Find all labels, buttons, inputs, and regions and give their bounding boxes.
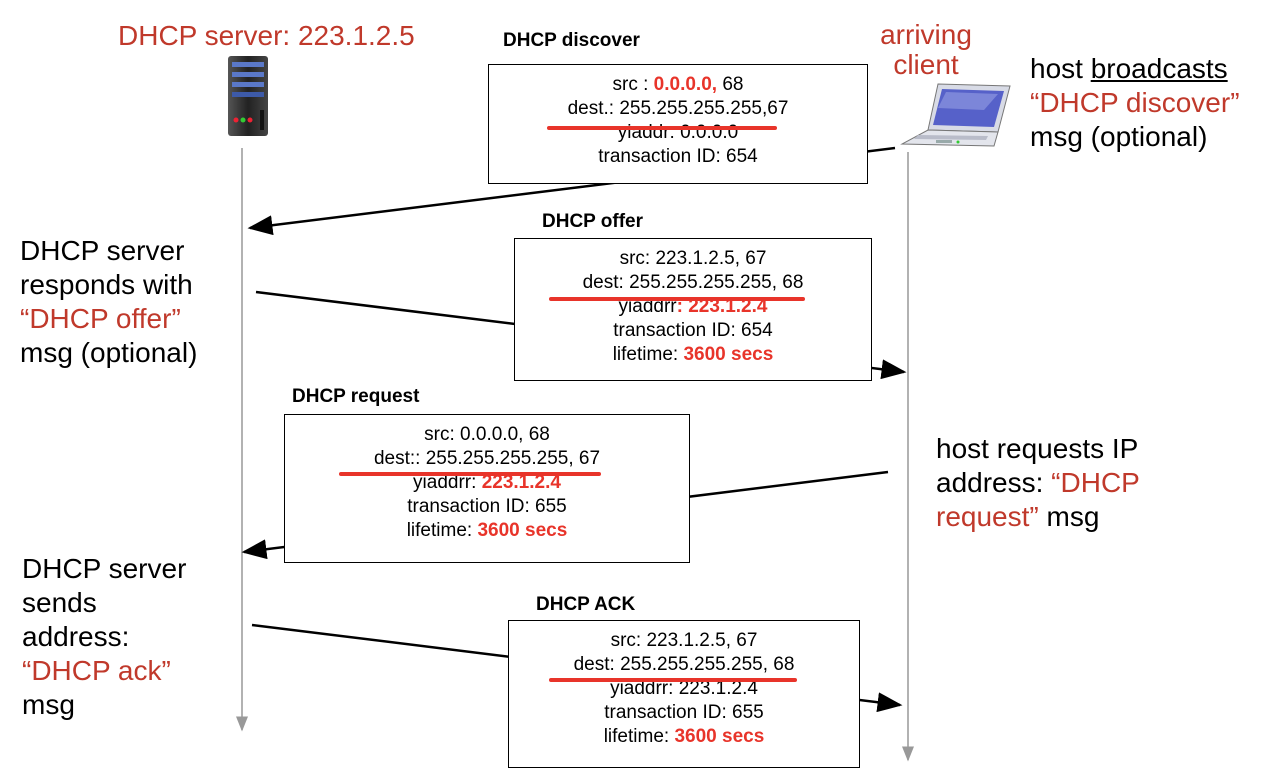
offer-note-line4: msg (optional) (20, 337, 198, 368)
discover-txid-line: transaction ID: 654 (598, 146, 758, 167)
request-note-red1: “DHCP (1051, 467, 1140, 498)
ack-message-box: src: 223.1.2.5, 67 dest: 255.255.255.255… (508, 620, 860, 768)
discover-note: host broadcasts “DHCP discover” msg (opt… (1030, 52, 1240, 154)
offer-yiaddr-line: yiaddrr: 223.1.2.4 (515, 295, 871, 319)
offer-note-line3: “DHCP offer” (20, 303, 181, 334)
request-title: DHCP request (292, 386, 420, 407)
ack-note: DHCP server sends address: “DHCP ack” ms… (22, 552, 186, 722)
request-message-box: src: 0.0.0.0, 68 dest:: 255.255.255.255,… (284, 414, 690, 563)
discover-title: DHCP discover (503, 30, 640, 51)
discover-dest-line: dest.: 255.255.255.255,67 (567, 98, 789, 119)
ack-dest-underline (549, 678, 797, 682)
offer-note-line2: responds with (20, 269, 193, 300)
request-yiaddr-label: yiaddrr: (413, 472, 482, 493)
ack-lifetime-label: lifetime: (603, 726, 675, 747)
ack-note-line2: sends (22, 587, 97, 618)
request-yiaddr-value: 223.1.2.4 (481, 472, 561, 493)
discover-note-prefix: host (1030, 53, 1091, 84)
request-note-prefix: address: (936, 467, 1052, 498)
discover-note-line3: msg (optional) (1030, 121, 1208, 152)
offer-dest-underline (549, 297, 805, 301)
ack-note-line5: msg (22, 689, 75, 720)
ack-lifetime-line: lifetime: 3600 secs (509, 725, 859, 749)
ack-lifetime-value: 3600 secs (674, 726, 765, 747)
ack-dest-line: dest: 255.255.255.255, 68 (573, 654, 795, 675)
request-note-red2: request” (936, 501, 1039, 532)
request-note-line2: address: “DHCP (936, 466, 1140, 500)
offer-message-box: src: 223.1.2.5, 67 dest: 255.255.255.255… (514, 238, 872, 381)
laptop-icon (900, 83, 1011, 147)
offer-dest-line: dest: 255.255.255.255, 68 (582, 272, 804, 293)
offer-yiaddr-label: yiaddrr (618, 296, 677, 317)
discover-src-value: 0.0.0.0, (653, 74, 718, 95)
client-label-line2: client (893, 49, 959, 80)
offer-lifetime-line: lifetime: 3600 secs (515, 343, 871, 367)
request-txid-line: transaction ID: 655 (407, 496, 567, 517)
request-yiaddr-line: yiaddrr: 223.1.2.4 (285, 471, 689, 495)
discover-src-label: src : (612, 74, 654, 95)
discover-dest-underline (547, 126, 777, 130)
offer-note-line1: DHCP server (20, 235, 185, 266)
server-icon (228, 56, 268, 136)
request-note: host requests IP address: “DHCP request”… (936, 432, 1140, 534)
request-lifetime-line: lifetime: 3600 secs (285, 519, 689, 543)
discover-message-box: src : 0.0.0.0, 68 dest.: 255.255.255.255… (488, 64, 868, 184)
offer-txid-line: transaction ID: 654 (613, 320, 773, 341)
request-src-line: src: 0.0.0.0, 68 (424, 424, 550, 445)
server-label: DHCP server: 223.1.2.5 (118, 20, 415, 51)
ack-yiaddr-line: yiaddrr: 223.1.2.4 (610, 678, 758, 699)
request-dest-line: dest:: 255.255.255.255, 67 (373, 448, 601, 469)
request-lifetime-label: lifetime: (406, 520, 478, 541)
discover-src-port: 68 (717, 74, 744, 95)
ack-title: DHCP ACK (536, 594, 636, 615)
offer-lifetime-value: 3600 secs (683, 344, 774, 365)
ack-note-line4: “DHCP ack” (22, 655, 171, 686)
request-note-line1: host requests IP (936, 433, 1139, 464)
offer-lifetime-label: lifetime: (612, 344, 684, 365)
request-dest-underline (339, 472, 601, 476)
request-note-line3: request” msg (936, 500, 1140, 534)
client-label-line1: arriving (880, 19, 972, 50)
ack-txid-line: transaction ID: 655 (604, 702, 764, 723)
client-label: arriving client (876, 20, 976, 80)
discover-note-underlined: broadcasts (1090, 53, 1228, 84)
offer-title: DHCP offer (542, 211, 643, 232)
offer-src-line: src: 223.1.2.5, 67 (619, 248, 767, 269)
ack-src-line: src: 223.1.2.5, 67 (610, 630, 758, 651)
discover-note-line2: “DHCP discover” (1030, 87, 1240, 118)
discover-yiaddr-line: yiaddr: 0.0.0.0 (617, 122, 739, 143)
offer-note: DHCP server responds with “DHCP offer” m… (20, 234, 197, 370)
request-note-suffix: msg (1038, 501, 1100, 532)
discover-src-line: src : 0.0.0.0, 68 (489, 73, 867, 97)
request-lifetime-value: 3600 secs (477, 520, 568, 541)
ack-note-line3: address: (22, 621, 130, 652)
discover-note-line1: host broadcasts (1030, 52, 1240, 86)
offer-yiaddr-value: : 223.1.2.4 (676, 296, 768, 317)
ack-note-line1: DHCP server (22, 553, 187, 584)
